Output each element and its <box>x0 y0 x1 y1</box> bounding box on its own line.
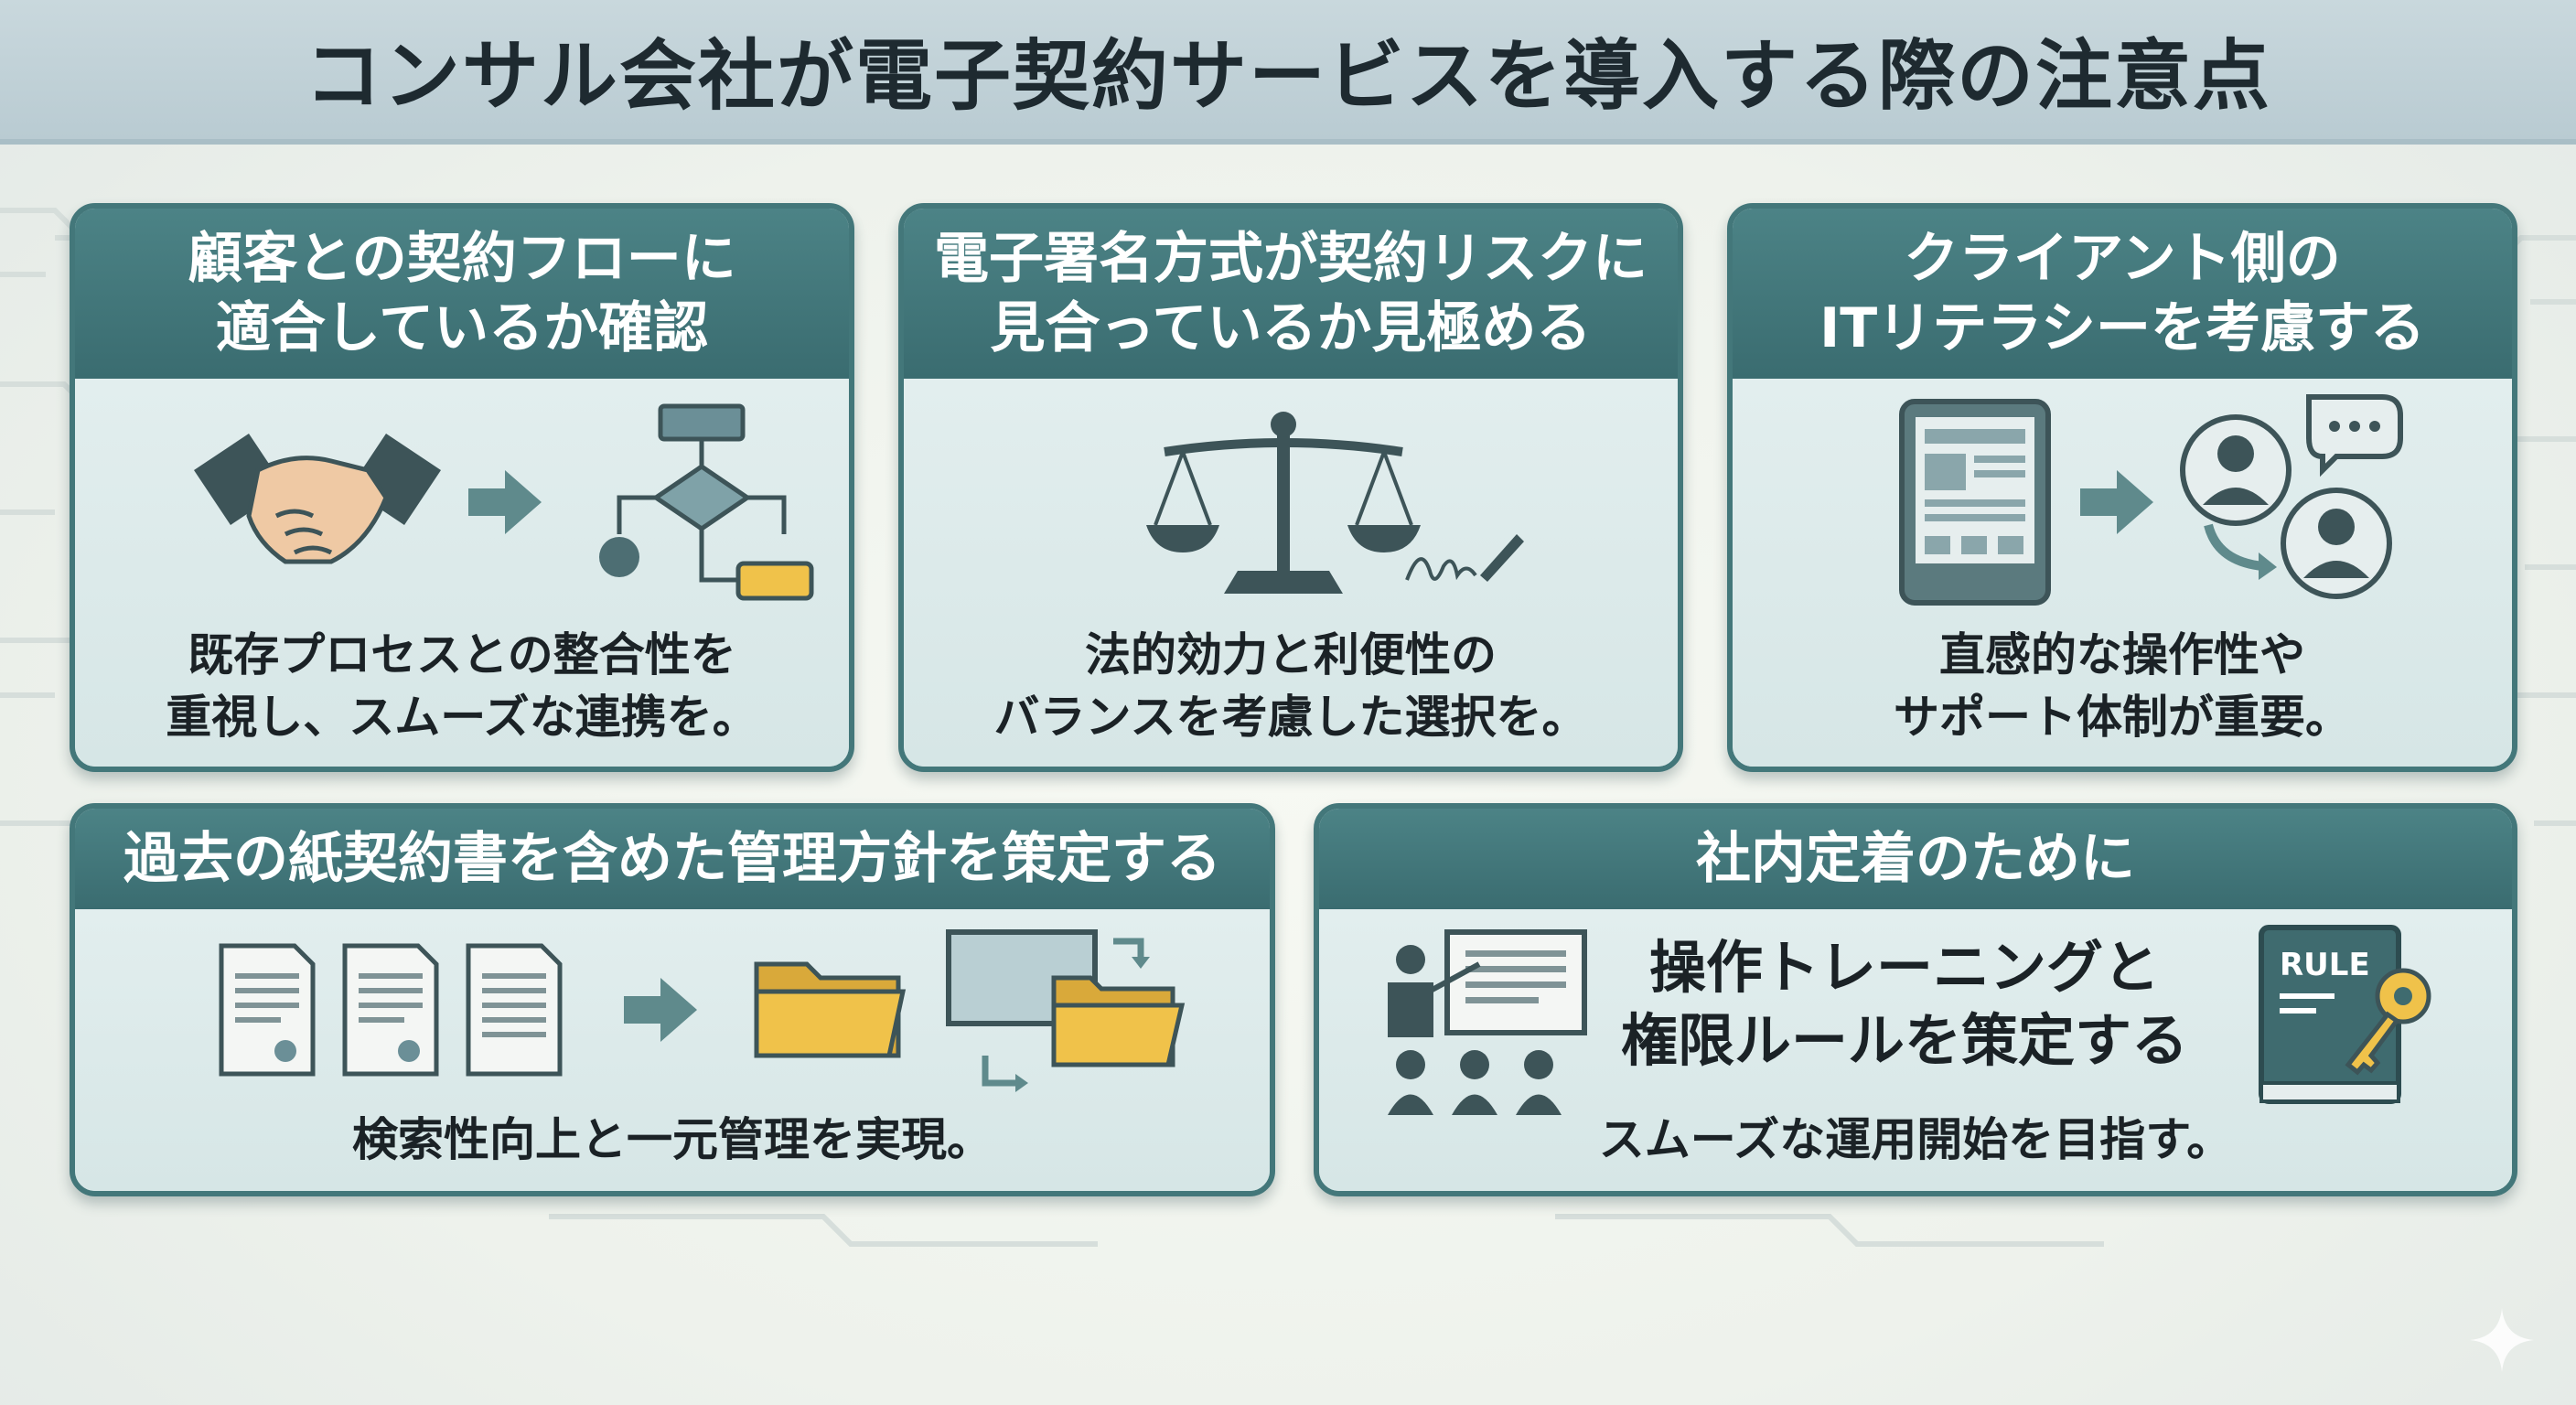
card-body: 既存プロセスとの整合性を 重視し、スムーズな連携を。 <box>75 379 849 767</box>
caption-line: 既存プロセスとの整合性を <box>188 628 736 681</box>
main-text-line: 操作トレーニングと <box>1648 934 2160 1001</box>
card-body: 直感的な操作性や サポート体制が重要。 <box>1733 379 2512 767</box>
page-title: コンサル会社が電子契約サービスを導入する際の注意点 <box>304 30 2271 121</box>
card-heading: 社内定着のために <box>1319 809 2512 909</box>
card-caption: 既存プロセスとの整合性を 重視し、スムーズな連携を。 <box>75 624 849 748</box>
card-body: 法的効力と利便性の バランスを考慮した選択を。 <box>904 379 1678 767</box>
card-heading: 過去の紙契約書を含めた管理方針を策定する <box>75 809 1270 909</box>
handshake-icon <box>194 434 441 564</box>
title-bar: コンサル会社が電子契約サービスを導入する際の注意点 <box>0 0 2576 145</box>
arrow-right-icon <box>624 978 697 1042</box>
card-contract-flow: 顧客との契約フローに 適合しているか確認 既存プロセスとの整合性を 重視し <box>70 203 854 772</box>
card-paper-management: 過去の紙契約書を含めた管理方針を策定する <box>70 803 1275 1196</box>
card-caption: 法的効力と利便性の バランスを考慮した選択を。 <box>904 624 1678 748</box>
caption-line: サポート体制が重要。 <box>1894 691 2351 744</box>
card-body: 検索性向上と一元管理を実現。 <box>75 909 1270 1191</box>
card-caption: 直感的な操作性や サポート体制が重要。 <box>1733 624 2512 748</box>
sparkle-icon <box>2470 1308 2534 1372</box>
heading-line: 社内定着のために <box>1696 827 2135 891</box>
users-chat-icon <box>2180 394 2403 599</box>
card-signature-method: 電子署名方式が契約リスクに 見合っているか見極める 法的効力と利便性の バランス… <box>898 203 1683 772</box>
heading-line: 見合っているか見極める <box>990 296 1592 360</box>
heading-line: 電子署名方式が契約リスクに <box>934 227 1648 291</box>
caption-line: スムーズな運用開始を目指す。 <box>1598 1113 2233 1166</box>
heading-line: 顧客との契約フローに <box>188 227 736 291</box>
heading-line: クライアント側の <box>1904 227 2341 291</box>
main-text: 操作トレーニングと 権限ルールを策定する <box>1594 931 2216 1078</box>
caption-line: 法的効力と利便性の <box>1085 628 1497 681</box>
card-heading: クライアント側の ITリテラシーを考慮する <box>1733 209 2512 379</box>
main-text-line: 権限ルールを策定する <box>1620 1007 2188 1074</box>
card-caption: 検索性向上と一元管理を実現。 <box>75 1109 1270 1171</box>
training-presentation-icon <box>1388 929 1587 1115</box>
card-body: 操作トレーニングと 権限ルールを策定する RULE スムーズな運用開始を目指す。 <box>1319 909 2512 1191</box>
card-internal-adoption: 社内定着のために 操作トレーニングと 権限ルールを策定する RULE <box>1314 803 2517 1196</box>
arrow-right-icon <box>2080 470 2153 534</box>
arrow-right-icon <box>468 470 542 534</box>
card-heading: 顧客との契約フローに 適合しているか確認 <box>75 209 849 379</box>
caption-line: 検索性向上と一元管理を実現。 <box>352 1113 993 1166</box>
card-it-literacy: クライアント側の ITリテラシーを考慮する <box>1727 203 2517 772</box>
heading-line: 適合しているか確認 <box>215 296 709 360</box>
scales-icon <box>1146 412 1421 594</box>
documents-icon <box>219 943 563 1077</box>
heading-line: 過去の紙契約書を含めた管理方針を策定する <box>123 827 1221 891</box>
tablet-icon <box>1899 399 2051 606</box>
caption-line: 重視し、スムーズな連携を。 <box>166 691 758 744</box>
card-heading: 電子署名方式が契約リスクに 見合っているか見極める <box>904 209 1678 379</box>
signature-pen-icon <box>1405 534 1524 582</box>
folder-sync-icon <box>946 929 1186 1092</box>
rule-book-key-icon: RULE <box>2259 925 2431 1104</box>
heading-line: ITリテラシーを考慮する <box>1819 296 2426 360</box>
card-caption: スムーズな運用開始を目指す。 <box>1319 1109 2512 1171</box>
rule-book-label: RULE <box>2280 947 2370 983</box>
flowchart-icon <box>599 403 814 601</box>
caption-line: 直感的な操作性や <box>1939 628 2305 681</box>
folder-icon <box>754 961 907 1058</box>
caption-line: バランスを考慮した選択を。 <box>993 691 1588 744</box>
